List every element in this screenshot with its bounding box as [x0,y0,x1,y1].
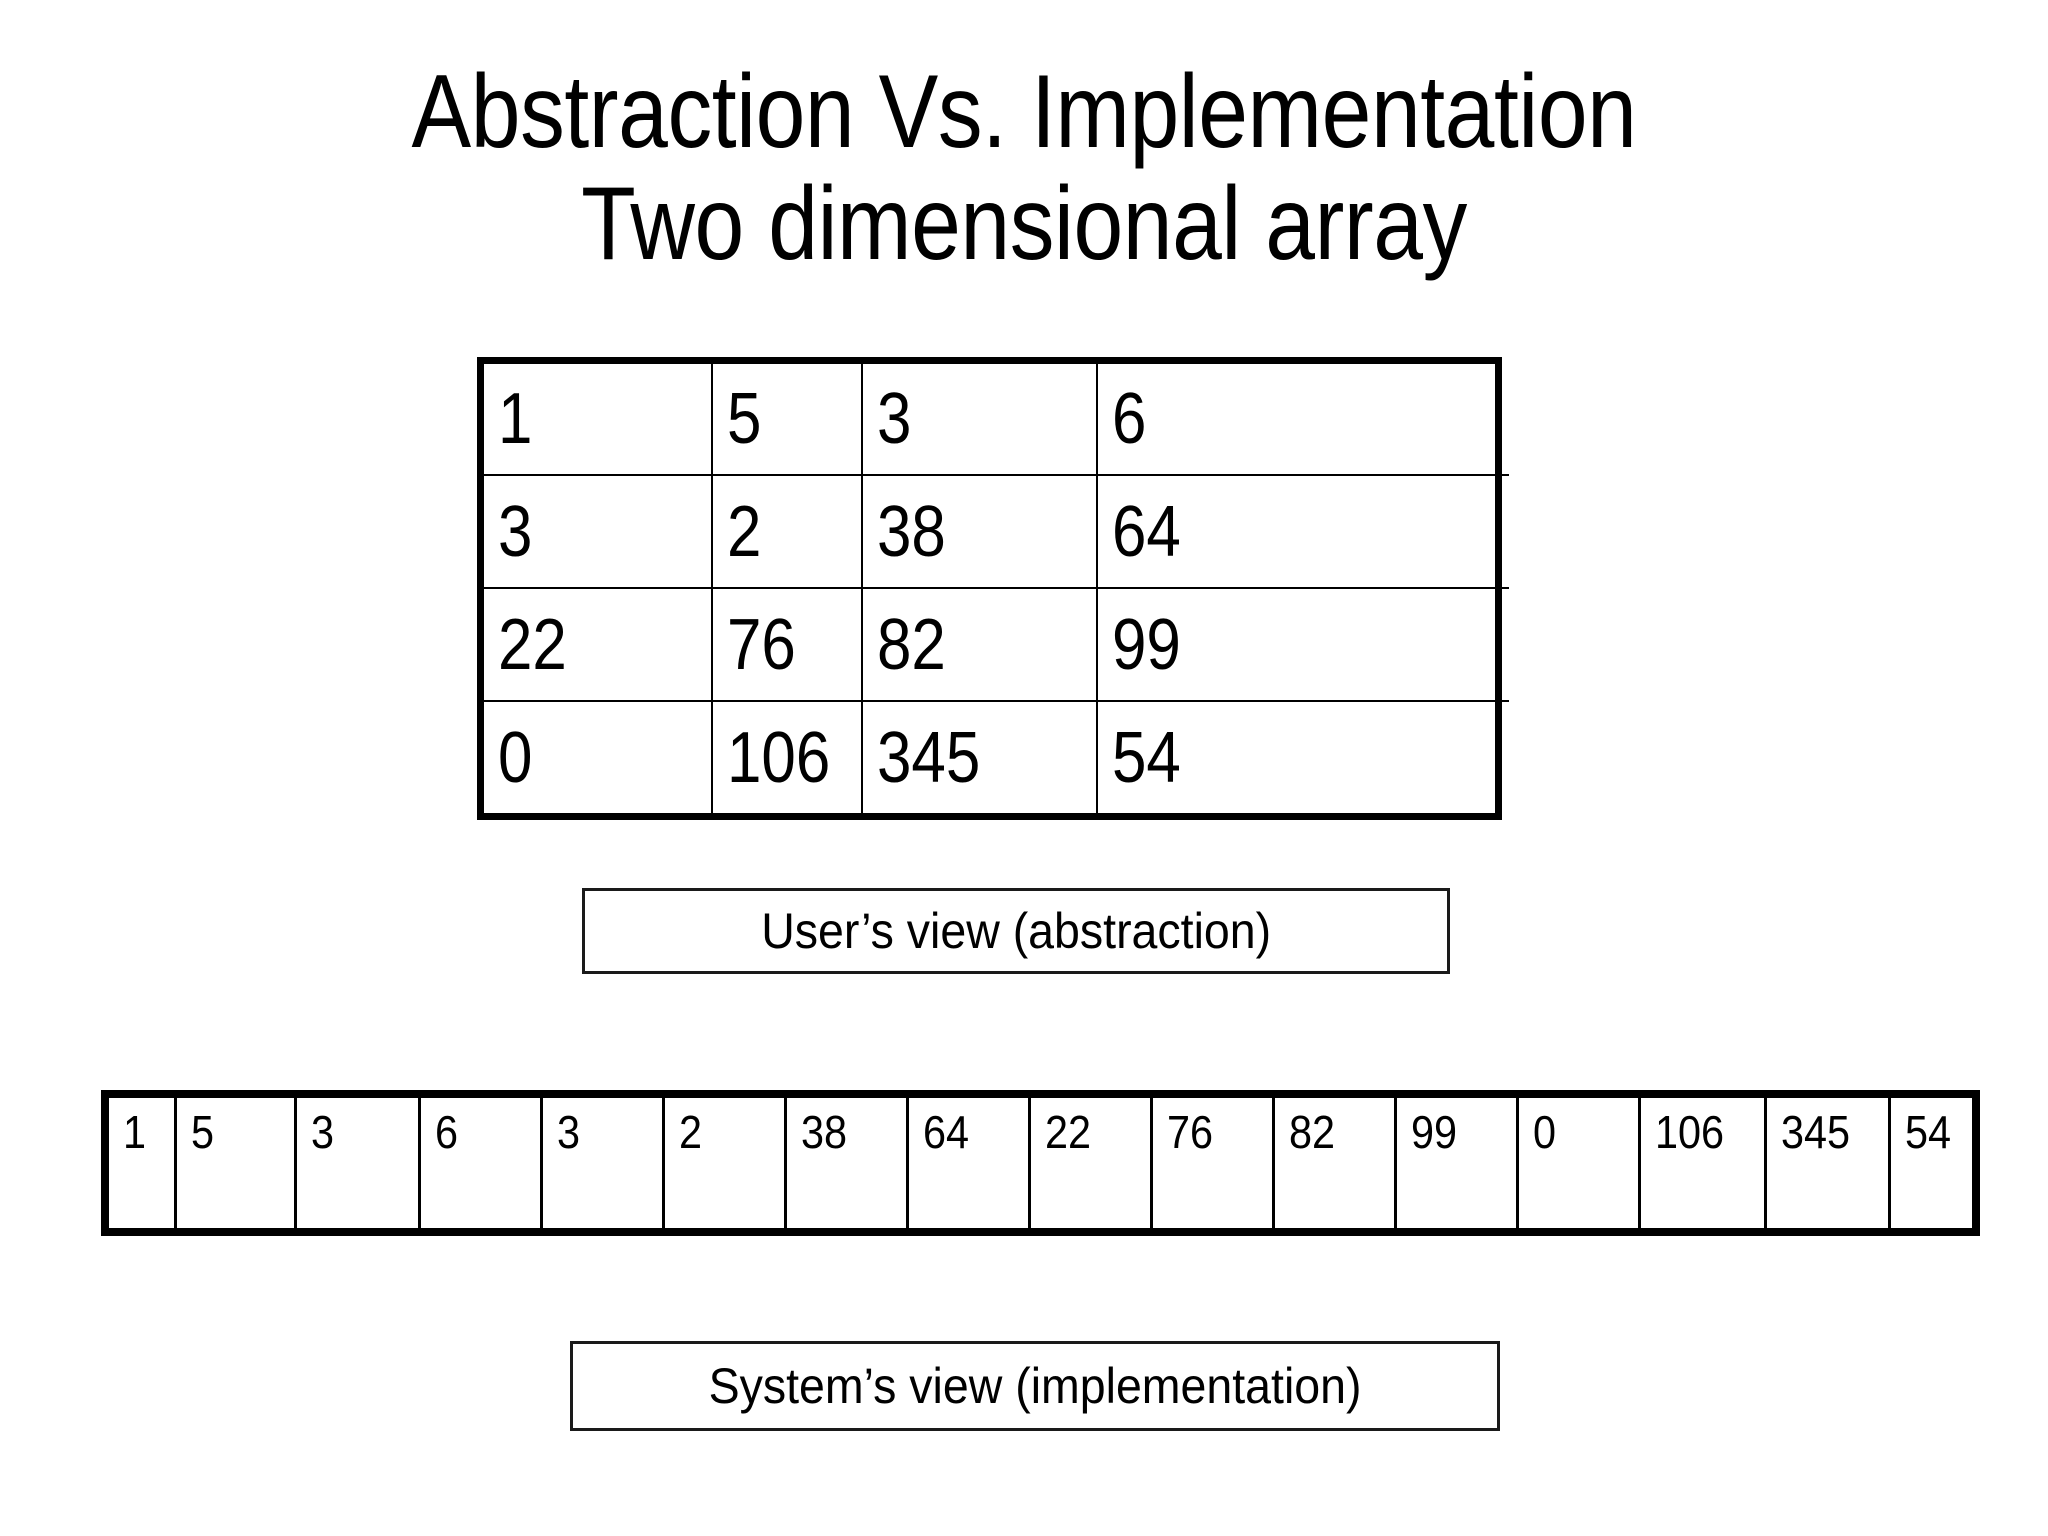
array-cell-value: 38 [801,1106,848,1158]
array-cell-3: 6 [421,1098,543,1228]
matrix-cell-r3c0: 0 [484,700,713,813]
array-cell-14: 345 [1767,1098,1891,1228]
array-cell-value: 1 [123,1106,147,1158]
matrix-cell-value: 82 [877,604,946,685]
table-row: 3 2 38 64 [484,474,1509,590]
array-cell-value: 3 [557,1106,581,1158]
table-row: 22 76 82 99 [484,587,1509,703]
systems-view-caption-label: System’s view (implementation) [708,1358,1362,1414]
array-cell-2: 3 [297,1098,421,1228]
matrix-cell-value: 5 [727,379,762,460]
matrix-cell-value: 64 [1112,491,1181,572]
array-cell-5: 2 [665,1098,787,1228]
array-cell-4: 3 [543,1098,665,1228]
array-cell-value: 82 [1289,1106,1336,1158]
systems-view-caption-box: System’s view (implementation) [570,1341,1500,1431]
array-cell-value: 99 [1411,1106,1458,1158]
matrix-grid: 1 5 3 6 3 2 38 64 22 76 82 99 0 106 345 [484,364,1509,813]
matrix-cell-r1c3: 64 [1096,474,1509,590]
array-cell-13: 106 [1641,1098,1767,1228]
array-cell-0: 1 [109,1098,177,1228]
matrix-cell-r3c3: 54 [1096,700,1509,813]
matrix-cell-r1c1: 2 [711,474,863,590]
matrix-cell-r0c0: 1 [484,364,713,477]
matrix-cell-value: 106 [727,717,831,798]
array-cell-8: 22 [1031,1098,1153,1228]
page-title: Abstraction Vs. Implementation Two dimen… [143,56,1904,281]
matrix-cell-r2c1: 76 [711,587,863,703]
matrix-cell-r2c2: 82 [861,587,1098,703]
matrix-cell-r3c2: 345 [861,700,1098,813]
array-cell-value: 3 [311,1106,335,1158]
array-cell-6: 38 [787,1098,909,1228]
matrix-cell-r0c2: 3 [861,364,1098,477]
array-cell-1: 5 [177,1098,297,1228]
array-cell-value: 54 [1905,1106,1952,1158]
array-cell-value: 76 [1167,1106,1214,1158]
array-cell-value: 0 [1533,1106,1557,1158]
array-cell-value: 345 [1781,1106,1851,1158]
users-view-caption-label: User’s view (abstraction) [761,903,1271,959]
matrix-cell-value: 76 [727,604,796,685]
array-cell-value: 5 [191,1106,215,1158]
users-view-caption-box: User’s view (abstraction) [582,888,1450,974]
array-cell-9: 76 [1153,1098,1275,1228]
matrix-cell-value: 22 [498,604,567,685]
table-row: 0 106 345 54 [484,700,1509,813]
matrix-cell-r0c3: 6 [1096,364,1509,477]
matrix-cell-r0c1: 5 [711,364,863,477]
matrix-cell-r1c0: 3 [484,474,713,590]
array-cell-value: 6 [435,1106,459,1158]
matrix-cell-r3c1: 106 [711,700,863,813]
title-line-1: Abstraction Vs. Implementation [411,54,1637,170]
matrix-cell-value: 3 [877,379,912,460]
matrix-cell-value: 38 [877,491,946,572]
title-line-2: Two dimensional array [581,166,1467,283]
array-cell-value: 106 [1655,1106,1725,1158]
matrix-cell-value: 54 [1112,717,1181,798]
matrix-cell-r1c2: 38 [861,474,1098,590]
matrix-cell-value: 1 [498,379,533,460]
array-cell-value: 22 [1045,1106,1092,1158]
matrix-cell-value: 0 [498,717,533,798]
array-cell-value: 2 [679,1106,703,1158]
matrix-cell-r2c3: 99 [1096,587,1509,703]
array-cell-10: 82 [1275,1098,1397,1228]
matrix-cell-value: 345 [877,717,981,798]
matrix-cell-r2c0: 22 [484,587,713,703]
array-cell-12: 0 [1519,1098,1641,1228]
array-cell-15: 54 [1891,1098,1960,1228]
table-row: 1 5 3 6 [484,364,1509,477]
array-cell-7: 64 [909,1098,1031,1228]
two-dimensional-array-table: 1 5 3 6 3 2 38 64 22 76 82 99 0 106 345 [477,357,1509,820]
matrix-cell-value: 2 [727,491,762,572]
matrix-cell-value: 3 [498,491,533,572]
matrix-cell-value: 6 [1112,379,1147,460]
array-cell-11: 99 [1397,1098,1519,1228]
matrix-cell-value: 99 [1112,604,1181,685]
array-cell-value: 64 [923,1106,970,1158]
